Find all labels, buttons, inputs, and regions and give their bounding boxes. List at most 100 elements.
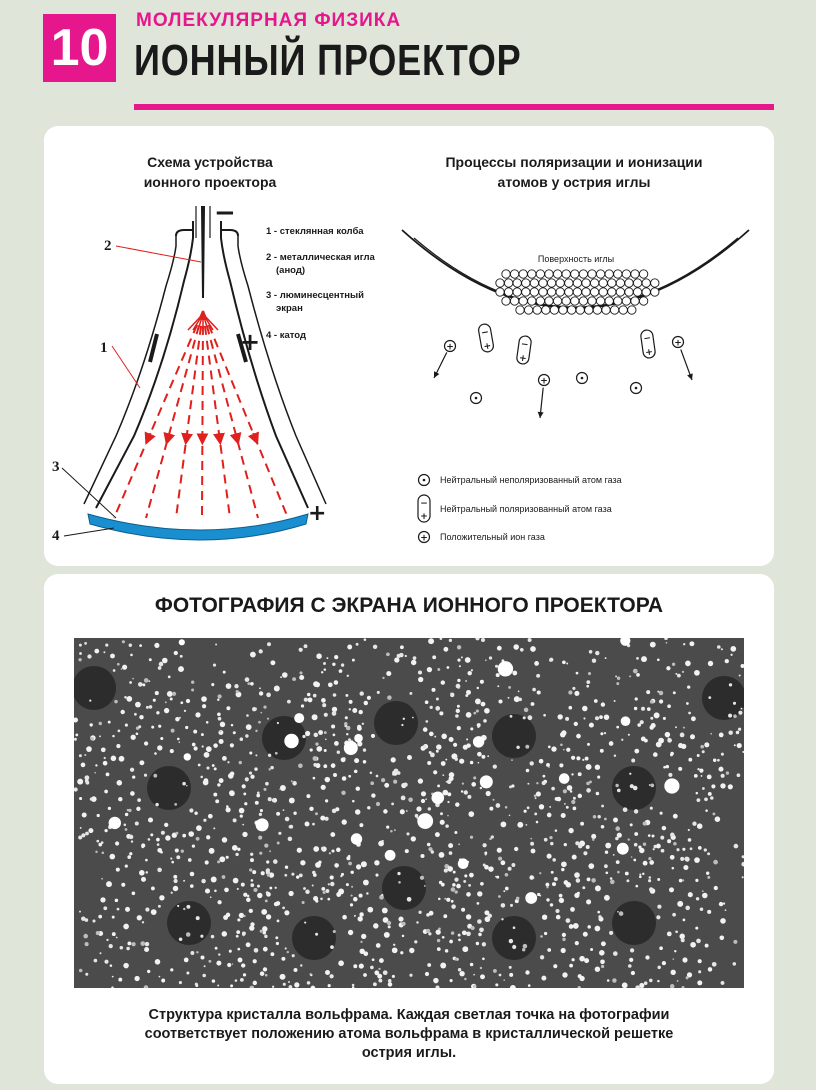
surface-atom [641,278,651,288]
surface-atom [529,278,540,288]
legend-screen-line1: 3 - люминесцентный [266,290,364,301]
surface-atom [564,287,574,297]
surface-atom [595,269,606,279]
surface-atom [535,296,546,306]
surface-atom [604,296,614,306]
scheme-title-line1: Схема устройства [147,154,273,170]
surface-atom [613,269,623,279]
svg-text:+: + [420,512,428,522]
legend-needle-line1: 2 - металлическая игла [266,252,376,263]
surface-atom [501,296,511,306]
surface-atom [570,296,580,306]
surface-atom [609,305,620,315]
legend-polarized-atom: Нейтральный поляризованный атом газа [440,504,612,514]
surface-atom [621,296,632,306]
ion-trajectory [175,310,204,519]
ion-trajectories [113,310,289,519]
surface-label: Поверхность иглы [538,254,614,264]
svg-text:+: + [446,343,454,353]
surface-atom [650,287,660,297]
surface-atom [546,287,557,297]
surface-atom [521,278,531,288]
gas-particles: −+−+−++++ [433,323,693,419]
caption-line3: острия иглы. [361,1045,457,1061]
surface-atom [532,305,542,315]
surface-atom [546,278,557,288]
subject-label: МОЛЕКУЛЯРНАЯ ФИЗИКА [136,10,402,31]
svg-text:−: − [420,499,428,509]
surface-atom [621,269,632,279]
surface-atom [561,296,571,306]
caption-line2: соответствует положению атома вольфрама … [144,1026,674,1042]
surface-atom [632,287,643,297]
minus-sign: − [214,198,236,228]
surface-atom [618,305,628,315]
surface-atom [509,269,520,279]
svg-text:−: − [481,327,490,338]
surface-atom [566,305,577,315]
surface-atom [595,296,606,306]
glass-flask [83,221,327,509]
surface-atom [572,278,583,288]
surface-atom [529,287,540,297]
svg-text:+: + [518,353,527,364]
surface-atom [515,305,525,315]
surface-atom [589,278,600,288]
anode-contact-right [236,333,248,363]
surface-atom [581,287,591,297]
surface-atom [578,269,589,279]
plus-sign-screen: + [308,501,326,526]
metal-needle [201,206,205,298]
diagram-panel: Схема устройства ионного проектора − + +… [44,126,774,566]
surface-atom [598,278,608,288]
surface-atom [535,269,546,279]
callout-4: 4 [52,528,60,544]
svg-text:+: + [420,534,428,544]
surface-atom [578,296,589,306]
callout-1: 1 [100,340,108,356]
ion-trajectory [113,310,204,519]
surface-atom [601,305,611,315]
surface-atom [561,269,571,279]
surface-atom [584,305,594,315]
surface-atom [518,296,528,306]
trajectory-arrow [229,432,242,446]
svg-text:+: + [540,377,548,387]
ion-trajectory [201,310,204,519]
callout-3: 3 [52,459,60,475]
ion-projector-diagrams: Схема устройства ионного проектора − + +… [52,154,750,544]
legend-positive-ion: Положительный ион газа [440,532,545,542]
surface-atom [575,305,585,315]
surface-atom [592,305,603,315]
surface-atom [624,287,634,297]
svg-text:+: + [645,347,654,358]
surface-atom [650,278,660,288]
field-ion-micrograph [74,638,744,988]
surface-atom [641,287,651,297]
surface-atom [552,296,563,306]
particle-legend: − + + Нейтральный неполяризованный атом … [417,473,622,544]
trajectory-arrow [213,432,225,446]
surface-atom [558,305,568,315]
surface-atom [630,269,640,279]
photo-panel: ФОТОГРАФИЯ С ЭКРАНА ИОННОГО ПРОЕКТОРА Ст… [44,574,774,1084]
trajectory-arrow [163,431,176,446]
surface-atom [638,296,649,306]
surface-atom [544,269,554,279]
svg-text:−: − [643,334,652,345]
luminescent-screen [87,513,309,541]
surface-atom [630,296,640,306]
caption-line1: Структура кристалла вольфрама. Каждая св… [148,1007,670,1023]
surface-atom [615,278,626,288]
needle-surface-inner [413,237,739,308]
surface-atom [544,296,554,306]
surface-atom [607,278,617,288]
surface-atom [624,278,634,288]
surface-atom [627,305,637,315]
surface-atom [581,278,591,288]
surface-atom [538,287,548,297]
surface-atom [549,305,560,315]
surface-atom [523,305,534,315]
ion-trajectory [202,310,259,519]
surface-atom [632,278,643,288]
